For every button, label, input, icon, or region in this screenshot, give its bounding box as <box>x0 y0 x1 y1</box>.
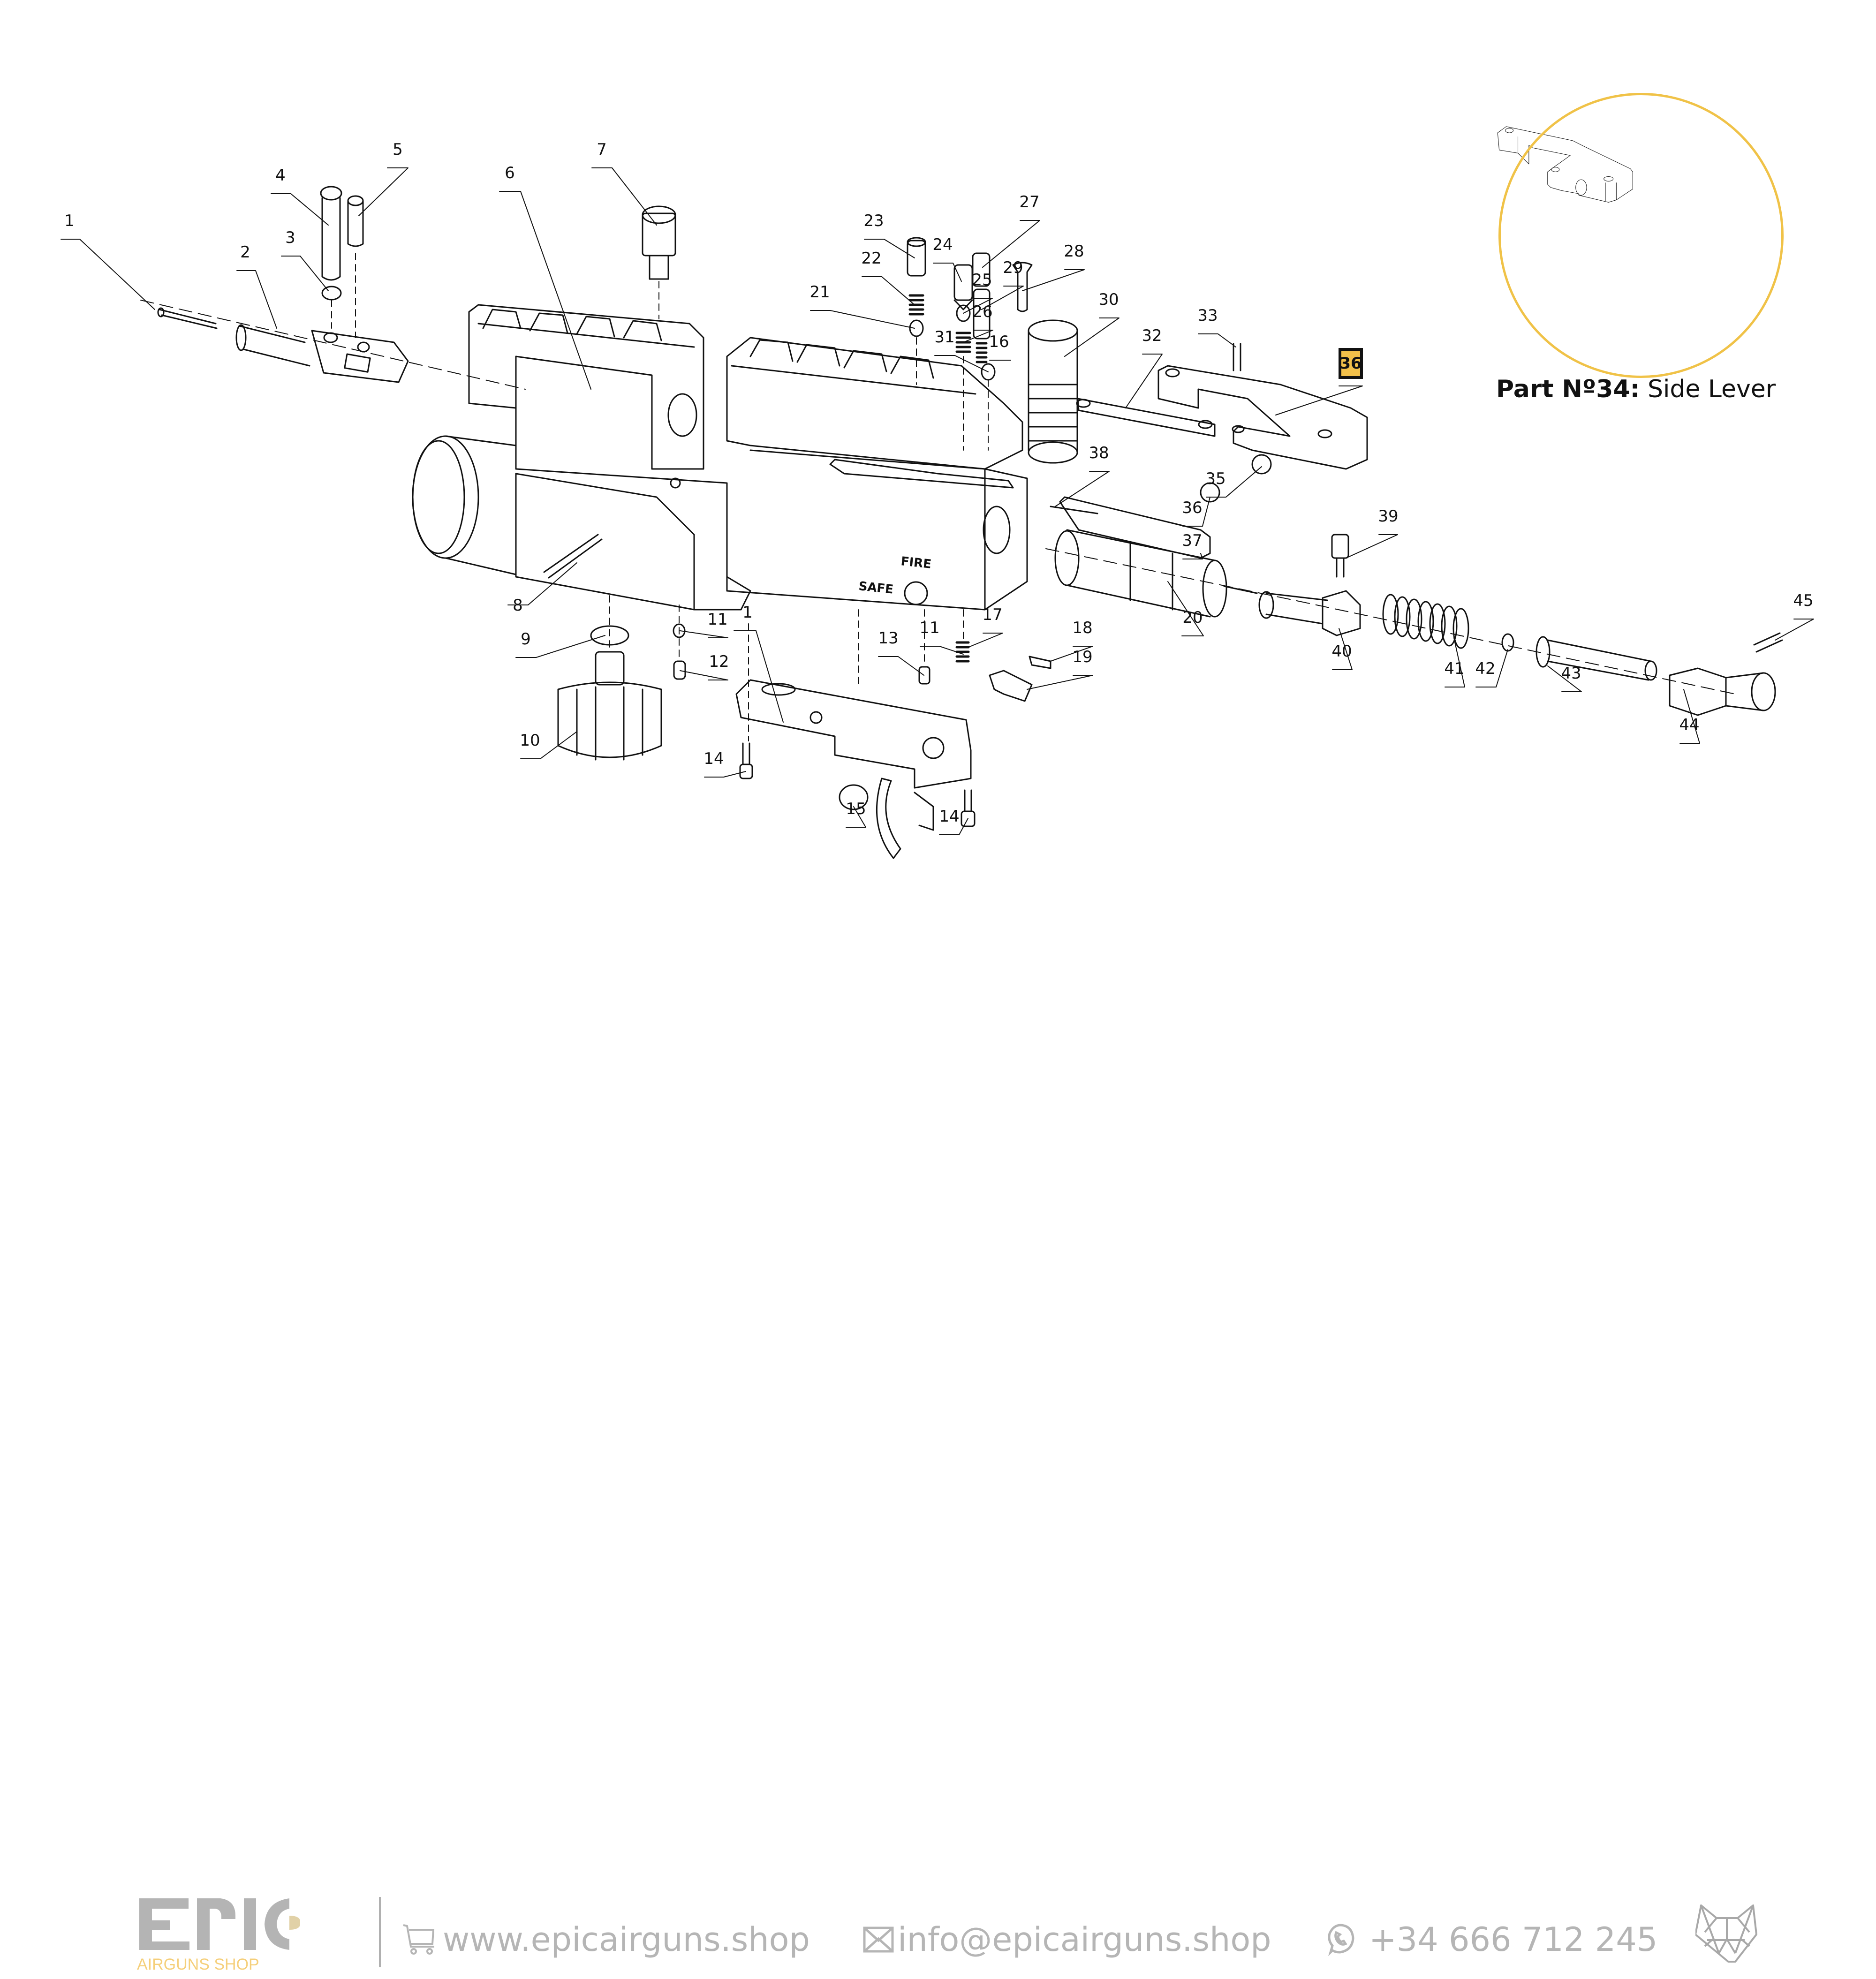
callout-part-27[interactable]: 27 <box>1019 193 1040 211</box>
email-text: info@epicairguns.shop <box>898 1920 1271 1959</box>
callout-part-17[interactable]: 17 <box>982 605 1003 624</box>
part-14-screw-right <box>961 789 976 827</box>
callout-part-24[interactable]: 24 <box>932 235 953 254</box>
callout-part-36[interactable]: 36 <box>1182 499 1203 517</box>
callout-part-42[interactable]: 42 <box>1475 659 1496 678</box>
callout-part-45[interactable]: 45 <box>1793 591 1814 610</box>
part-38-pin <box>1050 506 1098 514</box>
website-link[interactable]: www.epicairguns.shop <box>402 1920 810 1959</box>
callout-part-25[interactable]: 25 <box>972 271 992 289</box>
exploded-view-drawing: FIRE SAFE <box>61 126 1814 859</box>
part-detail-circle <box>1498 93 1784 378</box>
phone-link[interactable]: +34 666 712 245 <box>1325 1920 1657 1959</box>
part-7-screw <box>642 205 676 319</box>
callout-part-2[interactable]: 2 <box>240 243 250 262</box>
part-1-pin <box>157 307 218 329</box>
footer: AIRGUNS SHOP www.epicairguns.shop info@e… <box>0 938 1876 1973</box>
envelope-icon <box>863 1926 894 1953</box>
callout-part-3[interactable]: 3 <box>285 228 295 247</box>
callout-part-9[interactable]: 9 <box>521 630 531 649</box>
part-4-pin <box>320 186 342 281</box>
callout-part-31[interactable]: 31 <box>934 328 955 347</box>
part-33-pin <box>1233 343 1241 371</box>
highlighted-part-badge[interactable]: 36 <box>1339 348 1363 379</box>
part-name-label: Side Lever <box>1640 375 1776 403</box>
brand-subtitle: AIRGUNS SHOP <box>137 1956 259 1973</box>
part-caption: Part Nº34: Side Lever <box>1496 375 1776 403</box>
trigger-blade <box>839 778 934 859</box>
callout-part-29[interactable]: 29 <box>1003 258 1023 277</box>
part-34-side-lever <box>1157 365 1368 470</box>
part-37-arm <box>1059 496 1211 559</box>
callout-part-30[interactable]: 30 <box>1098 290 1119 309</box>
callout-part-22[interactable]: 22 <box>861 249 882 268</box>
part-10-bottle <box>557 651 662 761</box>
cart-icon <box>403 1924 435 1955</box>
email-link[interactable]: info@epicairguns.shop <box>863 1920 1271 1959</box>
callout-part-32[interactable]: 32 <box>1142 326 1162 345</box>
callout-part-19[interactable]: 19 <box>1072 648 1093 666</box>
callout-part-18[interactable]: 18 <box>1072 619 1093 637</box>
part-32-link <box>1076 398 1216 437</box>
callout-part-14[interactable]: 14 <box>704 749 724 768</box>
callout-part-44[interactable]: 44 <box>1679 716 1700 734</box>
part-45-pin <box>1753 632 1783 653</box>
callout-part-10[interactable]: 10 <box>520 731 540 750</box>
callout-part-33[interactable]: 33 <box>1197 306 1218 325</box>
callout-part-7[interactable]: 7 <box>597 140 607 159</box>
callout-part-8[interactable]: 8 <box>513 596 523 615</box>
callout-part-38[interactable]: 38 <box>1089 444 1109 462</box>
footer-divider <box>379 1897 381 1967</box>
callout-part-39[interactable]: 39 <box>1378 507 1399 526</box>
part-40-block <box>1258 534 1361 636</box>
trigger-housing <box>735 679 972 789</box>
callout-part-21[interactable]: 21 <box>809 283 830 302</box>
callout-part-37[interactable]: 37 <box>1182 531 1203 550</box>
callout-part-16[interactable]: 16 <box>989 332 1009 351</box>
callout-part-40[interactable]: 40 <box>1331 642 1352 661</box>
callout-part-13[interactable]: 13 <box>878 629 899 648</box>
part-43-rod <box>1536 636 1657 681</box>
upper-small-parts <box>907 237 1033 451</box>
part-41-spring <box>1382 594 1469 649</box>
safe-engraving: SAFE <box>858 579 894 597</box>
part-number-label: Part Nº34: <box>1496 375 1640 403</box>
callout-part-5[interactable]: 5 <box>393 140 403 159</box>
part-14-screw-left <box>739 742 753 779</box>
callout-part-14[interactable]: 14 <box>939 807 960 826</box>
callout-part-11[interactable]: 11 <box>919 619 940 637</box>
callout-part-20[interactable]: 20 <box>1182 608 1203 627</box>
callout-part-28[interactable]: 28 <box>1064 242 1084 261</box>
phone-text: +34 666 712 245 <box>1369 1920 1658 1959</box>
part-5-pin <box>347 195 364 247</box>
part-30-cylinder <box>1028 319 1078 464</box>
callout-part-43[interactable]: 43 <box>1561 664 1581 683</box>
callout-part-4[interactable]: 4 <box>275 166 286 185</box>
callout-part-23[interactable]: 23 <box>863 211 884 230</box>
part-20-hammer <box>1054 529 1258 618</box>
callout-part-26[interactable]: 26 <box>972 302 993 321</box>
wolf-logo-icon <box>1695 1904 1757 1963</box>
callout-part-15[interactable]: 15 <box>846 800 866 818</box>
callout-part-6[interactable]: 6 <box>505 164 515 182</box>
fire-engraving: FIRE <box>900 554 932 572</box>
website-text: www.epicairguns.shop <box>443 1920 810 1959</box>
callout-part-1[interactable]: 1 <box>64 211 75 230</box>
callout-part-12[interactable]: 12 <box>709 652 729 671</box>
part-6-receiver <box>412 304 1028 611</box>
callout-part-41[interactable]: 41 <box>1444 659 1465 678</box>
part-44-nut <box>1669 667 1776 716</box>
part-2-bolt <box>235 324 409 383</box>
whatsapp-icon <box>1328 1924 1354 1956</box>
callout-part-1[interactable]: 1 <box>742 603 753 622</box>
callout-part-11[interactable]: 11 <box>707 610 728 629</box>
callout-part-35[interactable]: 35 <box>1205 469 1226 488</box>
